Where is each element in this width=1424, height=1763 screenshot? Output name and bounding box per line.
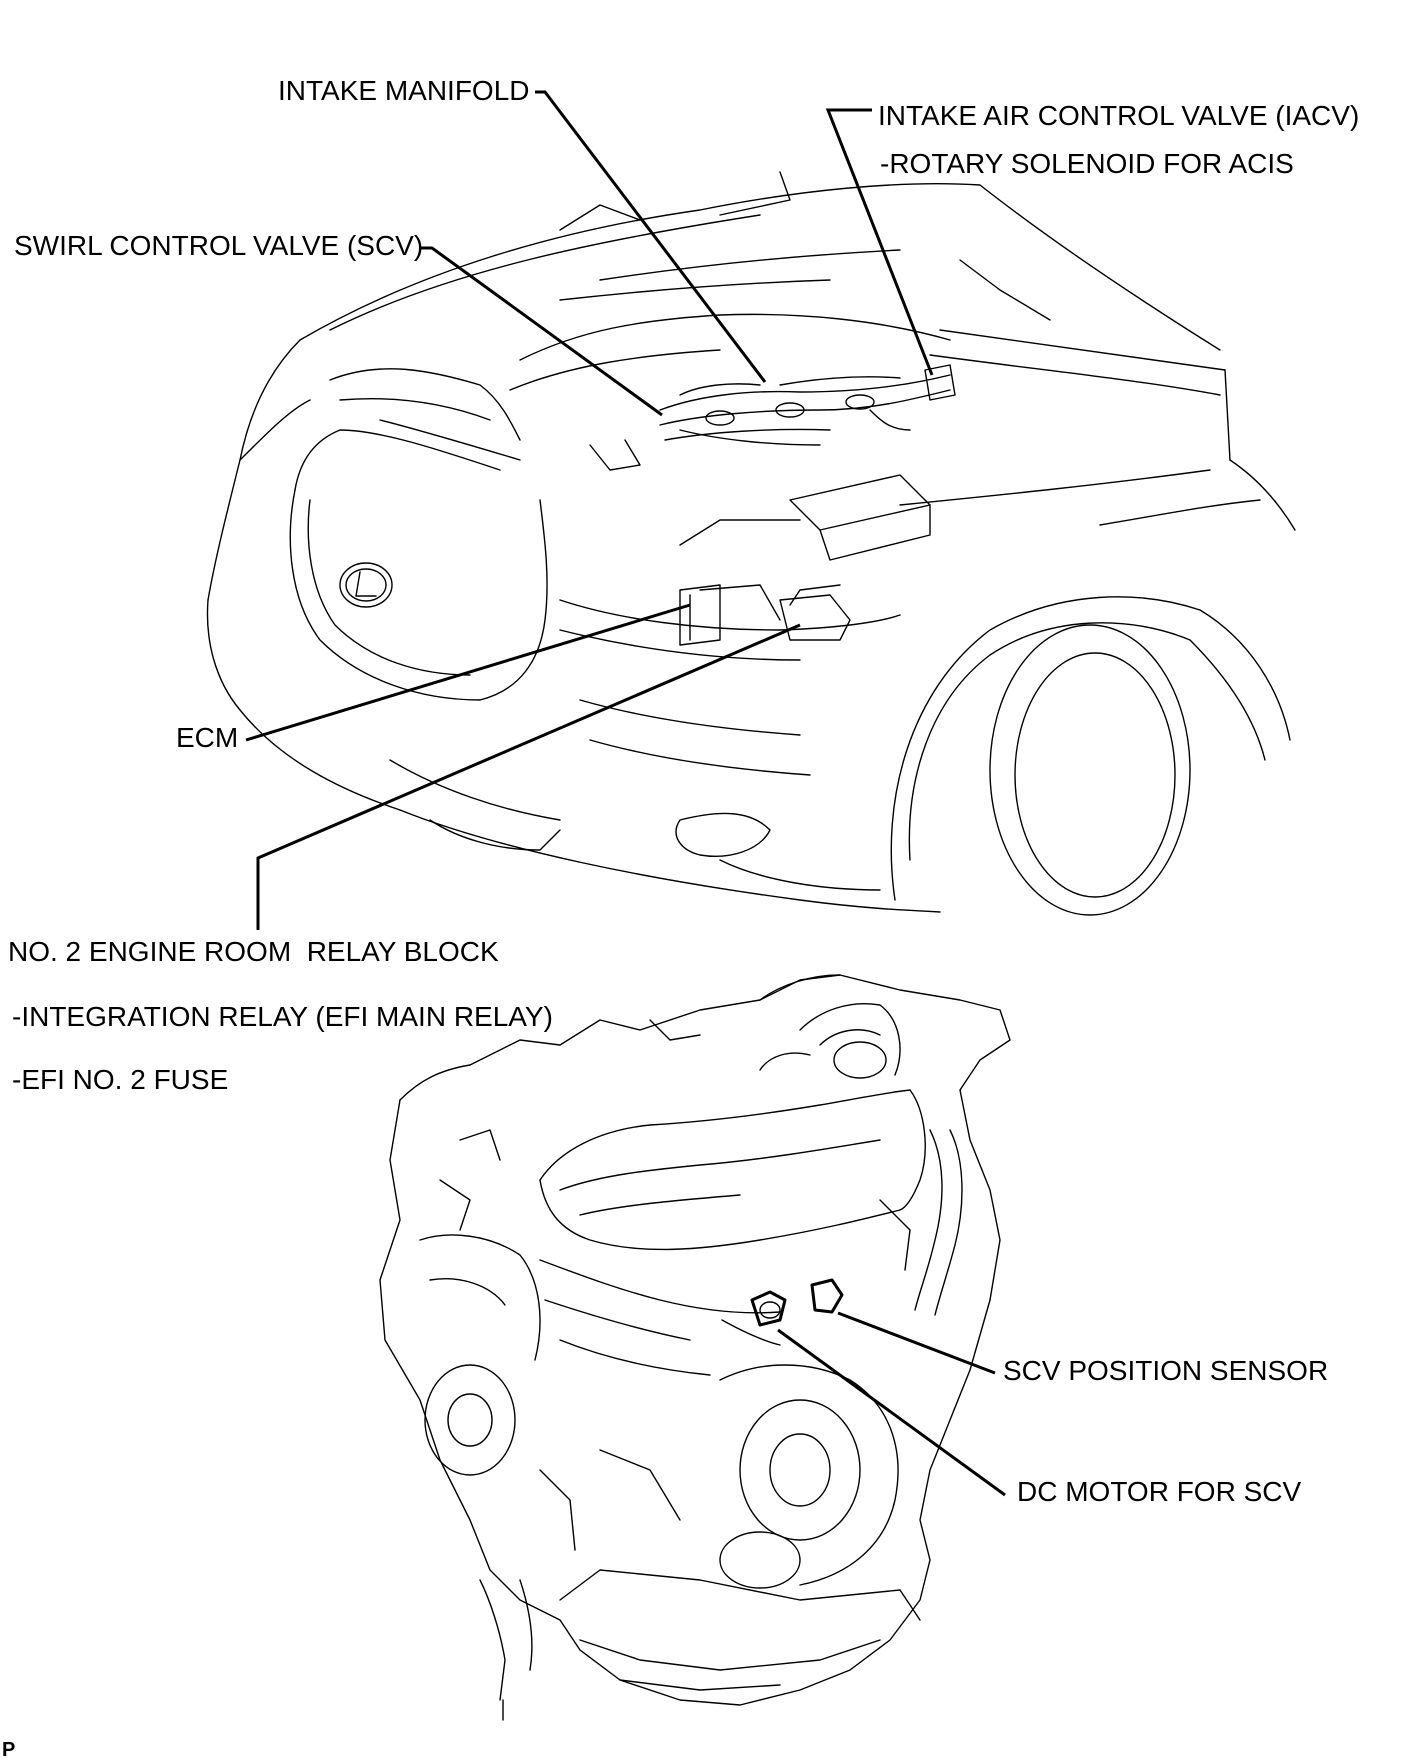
corner-mark: P [2, 1739, 16, 1761]
label-iacv: INTAKE AIR CONTROL VALVE (IACV) [878, 100, 1360, 131]
vehicle-illustration [206, 171, 1296, 916]
label-relay-block: NO. 2 ENGINE ROOM RELAY BLOCK [8, 936, 499, 967]
leader-dc-motor [777, 1328, 1006, 1497]
label-intake-manifold: INTAKE MANIFOLD [278, 75, 530, 106]
engine-illustration [379, 974, 1011, 1721]
leader-iacv [825, 108, 934, 376]
leader-lines [245, 90, 1006, 1497]
label-rotary-solenoid: -ROTARY SOLENOID FOR ACIS [880, 148, 1294, 179]
label-efi-fuse: -EFI NO. 2 FUSE [12, 1064, 229, 1095]
label-ecm: ECM [176, 722, 239, 753]
leader-ecm [245, 603, 691, 742]
leader-scv [420, 246, 663, 417]
label-integration-relay: -INTEGRATION RELAY (EFI MAIN RELAY) [12, 1001, 553, 1032]
label-dc-motor: DC MOTOR FOR SCV [1017, 1476, 1302, 1507]
label-scv: SWIRL CONTROL VALVE (SCV) [14, 230, 424, 261]
leader-relay-block [256, 623, 801, 930]
leader-intake-manifold [535, 90, 767, 383]
leader-scv-position-sensor [837, 1311, 996, 1375]
label-scv-position-sensor: SCV POSITION SENSOR [1003, 1355, 1329, 1386]
